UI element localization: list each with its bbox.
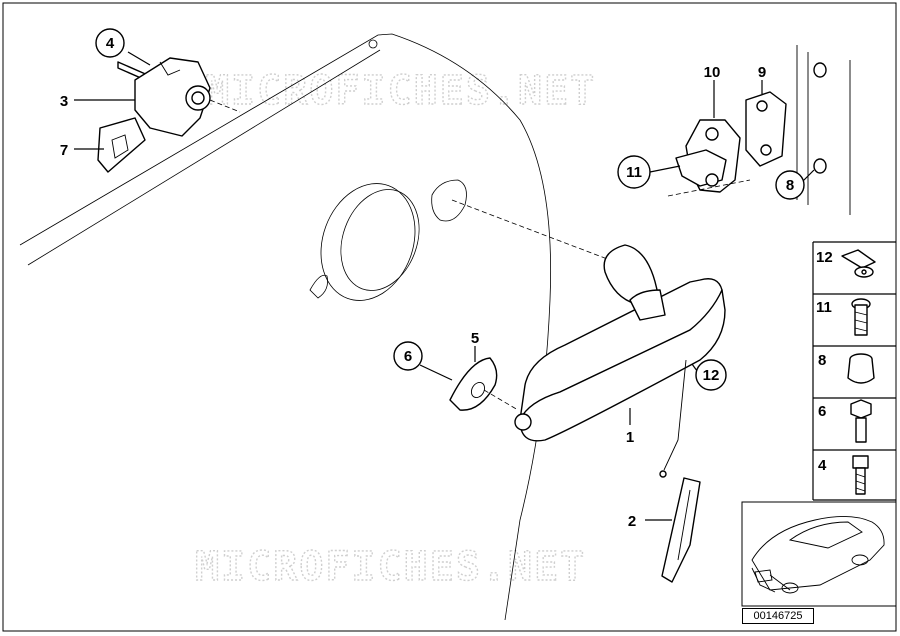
- callout-11: 11: [617, 155, 651, 189]
- callout-5-label: 5: [471, 330, 479, 347]
- callout-1-label: 1: [626, 429, 634, 446]
- handle-carrier-part: [117, 57, 241, 137]
- sidebar-item-4: 4: [818, 455, 869, 495]
- sidebar-item-6-label: 6: [818, 403, 826, 420]
- callout-11-label: 11: [626, 164, 642, 181]
- callout-12: 12: [695, 359, 727, 391]
- car-thumbnail: [741, 501, 897, 607]
- callout-10-label: 10: [704, 64, 721, 81]
- callout-2-label: 2: [628, 513, 636, 530]
- plate-part: [745, 91, 787, 167]
- callout-8-label: 8: [786, 177, 794, 194]
- watermark-top: MICROFICHES.NET: [205, 68, 596, 114]
- callout-4-label: 4: [106, 35, 115, 52]
- rubber-grommet-icon: [847, 353, 875, 384]
- sidebar-item-12: 12: [816, 249, 876, 278]
- door-outline: [19, 33, 611, 621]
- callout-6-label: 6: [404, 348, 412, 365]
- sidebar-item-6: 6: [818, 399, 872, 443]
- callout-9: 9: [758, 64, 766, 81]
- outer-handle-part: [514, 244, 726, 478]
- diagram-id-label: 00146725: [742, 608, 814, 624]
- bracket-part: [97, 117, 146, 173]
- callout-1: 1: [626, 429, 634, 446]
- gasket-part: [449, 357, 519, 411]
- door-pillar: [796, 45, 851, 215]
- callout-10: 10: [704, 64, 721, 81]
- callout-4: 4: [95, 28, 125, 58]
- callout-6: 6: [393, 341, 423, 371]
- sidebar-item-11: 11: [816, 298, 871, 336]
- leader-lines: [74, 51, 815, 521]
- callout-3-label: 3: [60, 93, 68, 110]
- callout-7: 7: [60, 142, 68, 159]
- small-parts-sidebar: 12 11 8 6: [812, 241, 896, 501]
- seal-strip-part: [661, 477, 701, 583]
- callout-12-label: 12: [703, 367, 720, 384]
- hex-bolt-icon: [850, 399, 872, 443]
- callout-9-label: 9: [758, 64, 766, 81]
- sidebar-item-12-label: 12: [816, 249, 833, 266]
- callout-7-label: 7: [60, 142, 68, 159]
- sidebar-item-4-label: 4: [818, 457, 827, 474]
- striker-part: [667, 119, 751, 197]
- callout-3: 3: [60, 93, 68, 110]
- sidebar-item-8-label: 8: [818, 352, 826, 369]
- callout-5: 5: [471, 330, 479, 347]
- callout-2: 2: [628, 513, 636, 530]
- socket-head-screw-icon: [852, 455, 869, 495]
- torx-screw-icon: [851, 298, 871, 336]
- callout-8: 8: [775, 170, 805, 200]
- clip-nut-icon: [841, 249, 876, 278]
- sidebar-item-11-label: 11: [816, 299, 832, 316]
- sidebar-item-8: 8: [818, 352, 875, 384]
- watermark-bottom: MICROFICHES.NET: [195, 544, 586, 590]
